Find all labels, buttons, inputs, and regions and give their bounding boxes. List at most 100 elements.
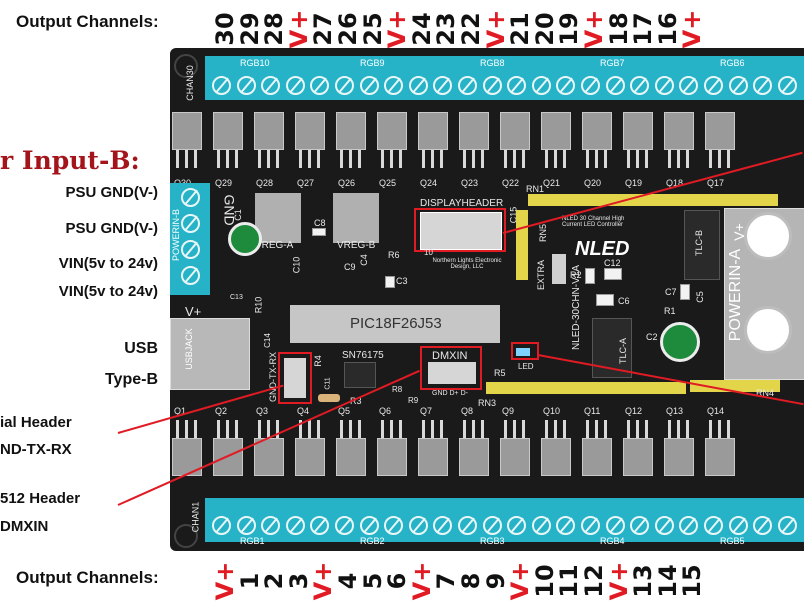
top-channel-30: 30 — [211, 12, 239, 46]
screw-terminal — [212, 516, 231, 535]
status-led-highlight — [511, 342, 539, 360]
r4-label: R4 — [312, 355, 323, 367]
mosfet-label: Q21 — [543, 178, 561, 188]
top-channel-vplus: V+ — [481, 9, 510, 49]
maker-label: Northern Lights Electronic Design, LLC — [432, 258, 502, 270]
r3-label: R3 — [350, 396, 362, 406]
usb-jack — [170, 318, 250, 390]
screw-terminal — [212, 76, 231, 95]
mosfet-legs — [541, 150, 571, 168]
screw-terminal — [679, 76, 699, 95]
pic-chip — [290, 305, 500, 343]
mosfet-label: Q10 — [543, 406, 561, 416]
mosfet-body — [172, 112, 202, 150]
mosfet-legs — [705, 150, 735, 168]
mosfet-label: Q11 — [584, 406, 601, 416]
chan1-label: CHAN1 — [190, 501, 201, 533]
c7-label: C7 — [665, 287, 677, 297]
top-channel-vplus: V+ — [284, 9, 313, 49]
top-channel-vplus: V+ — [383, 9, 412, 49]
screw-terminal — [261, 76, 281, 95]
mosfet-legs — [623, 150, 653, 168]
mosfet-body — [664, 112, 694, 150]
screw-terminal — [654, 516, 674, 535]
mosfet-label: Q9 — [502, 406, 515, 416]
mosfet-body — [582, 112, 612, 150]
screw-terminal — [236, 76, 256, 95]
mosfet-label: Q8 — [461, 406, 474, 416]
bottom-channel-vplus: V+ — [506, 561, 535, 601]
mosfet-label: Q27 — [297, 178, 315, 188]
rgb-group-label: RGB6 — [720, 58, 745, 68]
resistor-r3 — [318, 394, 340, 402]
mosfet-label: Q28 — [256, 178, 274, 188]
mosfet-label: Q25 — [379, 178, 397, 188]
tlc-b-chip — [684, 210, 720, 280]
psu-gnd-label-1: PSU GND(V-) — [65, 184, 158, 201]
screw-terminal — [704, 76, 723, 95]
mosfet-body — [254, 438, 284, 476]
mosfet-label: Q24 — [420, 178, 438, 188]
smd-c3 — [385, 276, 395, 288]
screw-terminal — [728, 516, 748, 535]
top-channel-vplus: V+ — [678, 9, 707, 49]
rgb-group-label: RGB2 — [360, 536, 385, 546]
screw-terminal — [285, 76, 305, 95]
screw-terminal — [507, 516, 527, 535]
power-input-b-title: r Input-B: — [0, 146, 140, 175]
rgb-group-label: RGB9 — [360, 58, 385, 68]
mosfet-legs — [213, 150, 243, 168]
mosfet-body — [582, 438, 612, 476]
top-channel-17: 17 — [629, 12, 658, 46]
screw-terminal — [458, 516, 477, 535]
screw-terminal — [507, 76, 527, 95]
mosfet-body — [254, 112, 284, 150]
mounting-hole — [174, 524, 198, 548]
top-channel-24: 24 — [407, 12, 436, 46]
sn-chip — [344, 362, 376, 388]
c8-label: C8 — [314, 218, 326, 228]
screw-terminal — [181, 188, 200, 207]
mosfet-body — [459, 112, 489, 150]
power-screw-terminal — [744, 306, 792, 354]
rgb-group-label: RGB10 — [240, 58, 270, 68]
mosfet-body — [541, 112, 571, 150]
mosfet-body — [418, 112, 448, 150]
mosfet-body — [213, 438, 243, 476]
screw-terminal — [384, 516, 404, 535]
mosfet-label: Q14 — [707, 406, 725, 416]
smd-c6 — [596, 294, 614, 306]
r9-label: R9 — [408, 396, 419, 405]
screw-terminal — [181, 214, 200, 233]
bottom-channel-6: 6 — [383, 572, 412, 590]
screw-terminal — [581, 516, 600, 535]
mosfet-label: Q6 — [379, 406, 392, 416]
screw-terminal — [384, 76, 404, 95]
mosfet-legs — [541, 420, 571, 438]
smd-c7 — [680, 284, 690, 300]
mosfet-body — [418, 438, 448, 476]
mosfet-legs — [418, 150, 448, 168]
mosfet-label: Q2 — [215, 406, 228, 416]
power-screw-terminal — [744, 212, 792, 260]
mosfet-label: Q23 — [461, 178, 479, 188]
vreg-a — [255, 193, 301, 243]
mosfet-legs — [336, 420, 366, 438]
rn3-label: RN3 — [478, 398, 497, 408]
bottom-channel-9: 9 — [481, 572, 510, 590]
rn1-trace — [528, 194, 778, 206]
display-header-highlight — [414, 208, 506, 252]
screw-terminal — [310, 516, 330, 535]
mosfet-legs — [377, 150, 407, 168]
nled-desc-label: NLED 30 Channel High Current LED Control… — [562, 216, 625, 228]
screw-terminal — [556, 76, 576, 95]
rn5-trace — [516, 210, 528, 280]
top-channel-16: 16 — [653, 12, 682, 46]
screw-terminal — [181, 240, 200, 259]
mosfet-label: Q18 — [666, 178, 684, 188]
screw-terminal — [777, 516, 797, 535]
top-channel-22: 22 — [457, 12, 485, 46]
mosfet-legs — [172, 150, 202, 168]
mosfet-label: Q29 — [215, 178, 233, 188]
extra-jumper — [552, 254, 566, 284]
